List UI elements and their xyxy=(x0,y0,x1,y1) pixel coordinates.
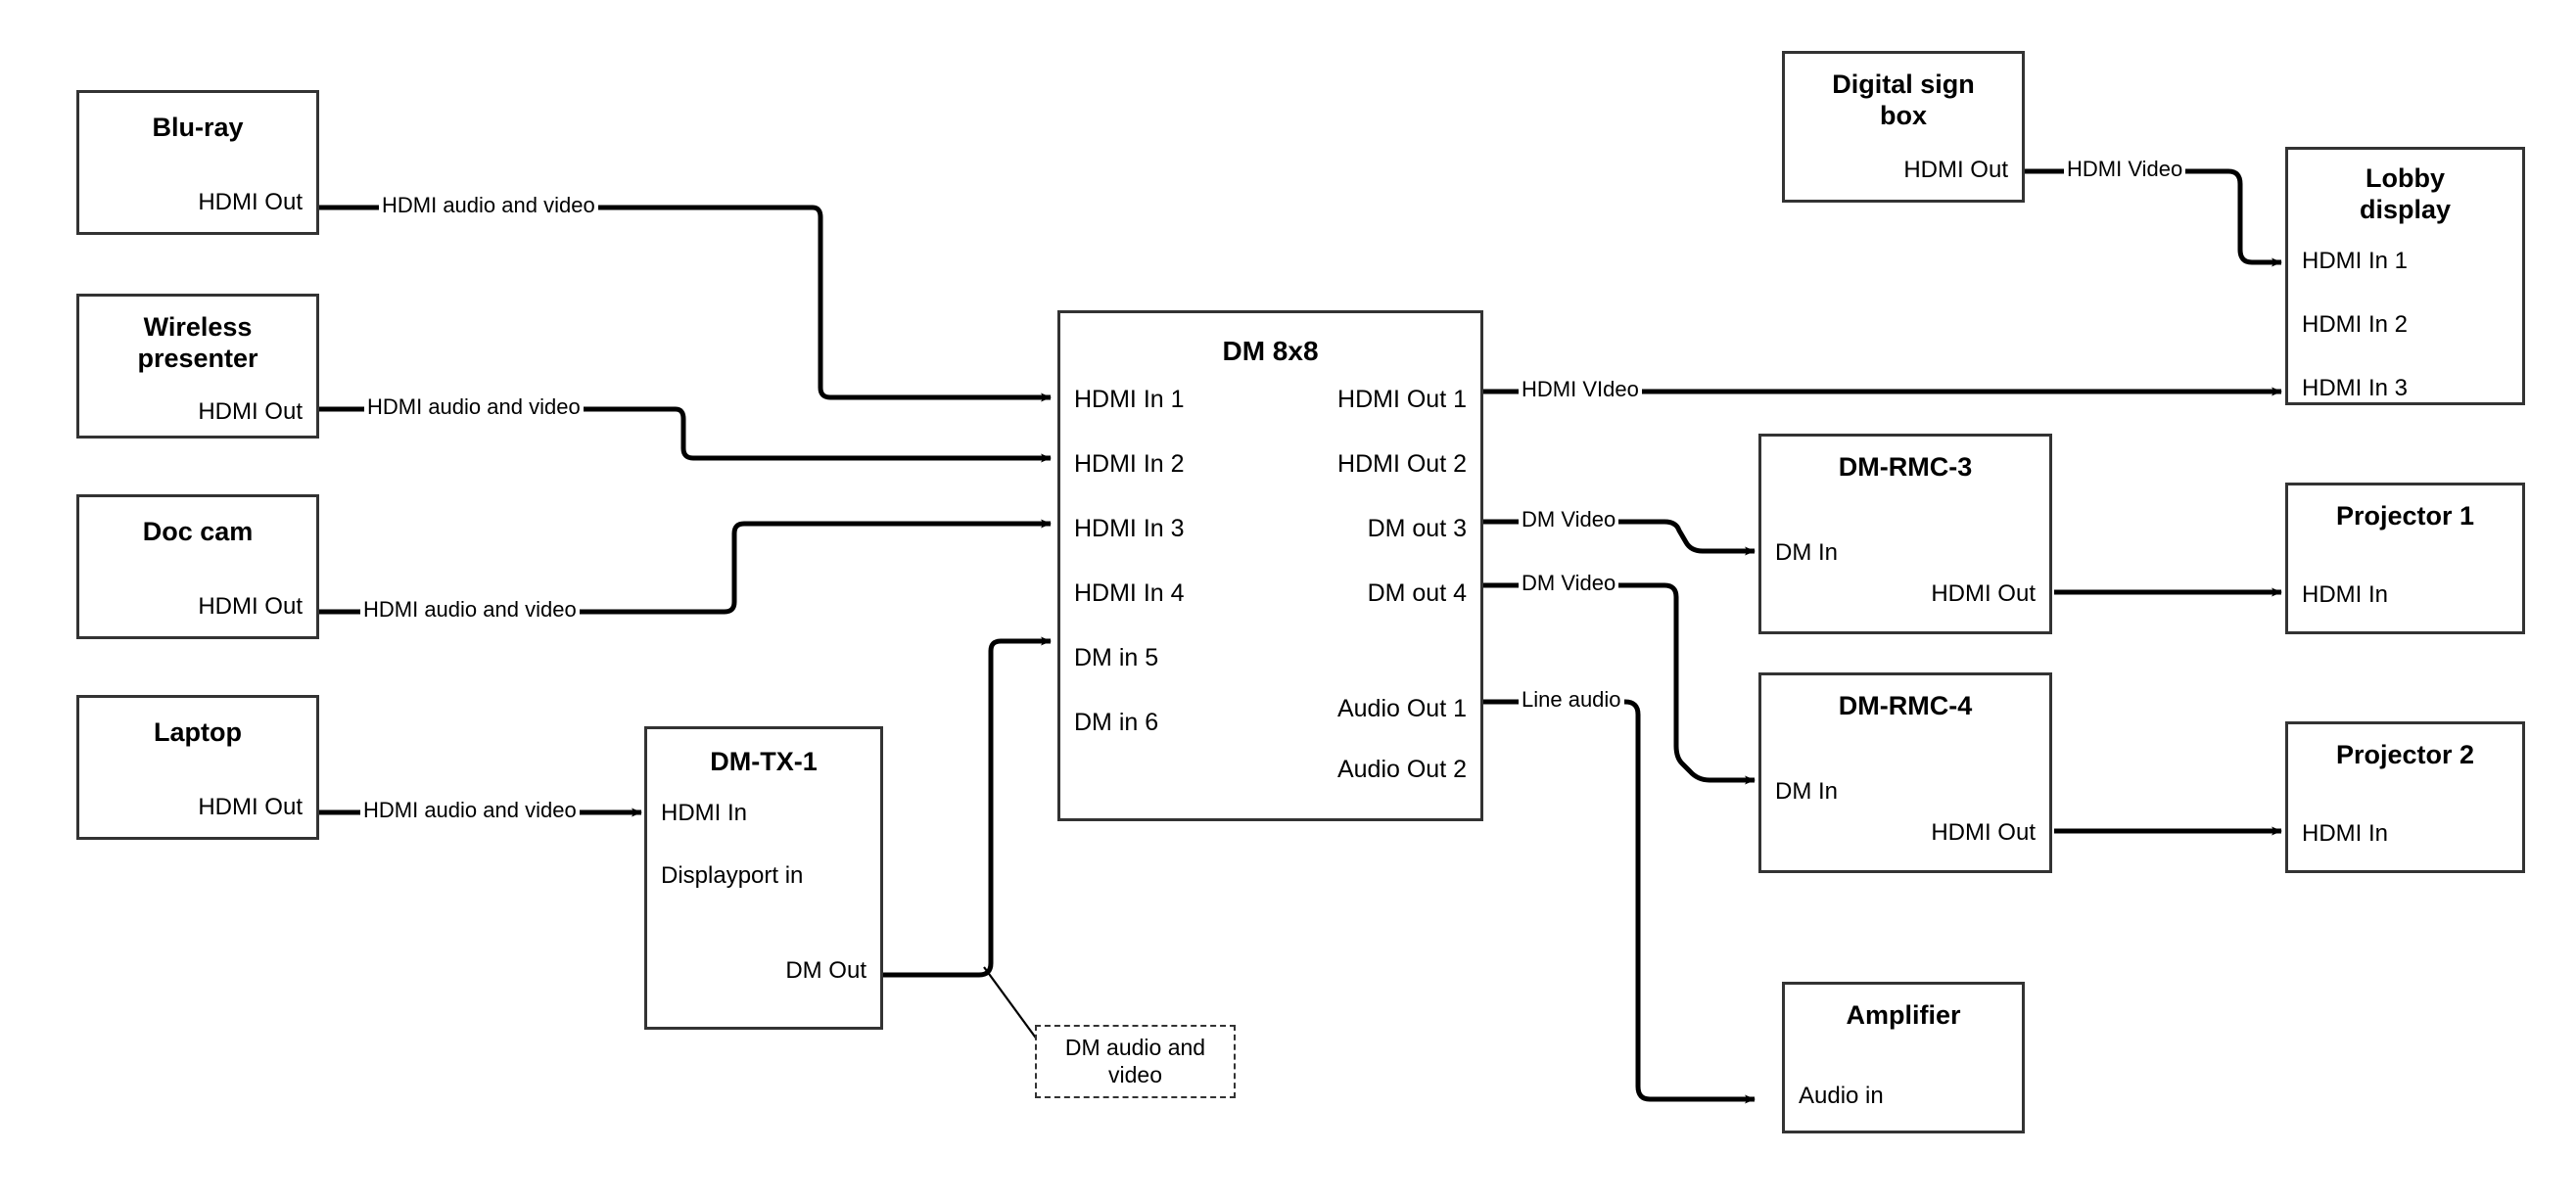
port-hdmi-in: HDMI In xyxy=(2302,581,2389,608)
wire-dm8x8-out3-to-rmc3 xyxy=(1480,519,1756,556)
port-hdmi-out: HDMI Out xyxy=(198,593,303,620)
wire-label-wireless: HDMI audio and video xyxy=(364,394,584,420)
callout-leader-line xyxy=(983,966,1044,1048)
port-audio-in: Audio in xyxy=(1799,1083,1884,1109)
wire-doccam-to-dm8x8-in3 xyxy=(318,519,1052,615)
wire-label-dm-out-3: DM Video xyxy=(1519,507,1619,532)
port-hdmi-in-3: HDMI In 3 xyxy=(1074,515,1185,542)
callout-dm-audio-video: DM audio and video xyxy=(1035,1025,1236,1098)
node-title: Digital sign box xyxy=(1832,69,1975,130)
node-wireless-presenter[interactable]: Wireless presenter HDMI Out xyxy=(76,294,319,439)
node-title: Projector 2 xyxy=(2335,740,2475,769)
port-dm-in-5: DM in 5 xyxy=(1074,644,1159,671)
port-dm-in: DM In xyxy=(1775,539,1839,566)
port-hdmi-out: HDMI Out xyxy=(198,398,303,425)
node-lobby-display[interactable]: Lobby display HDMI In 1 HDMI In 2 HDMI I… xyxy=(2285,147,2525,405)
wire-label-signbox: HDMI Video xyxy=(2064,157,2186,182)
wire-dmtx1-to-dm8x8-in5 xyxy=(883,636,1052,978)
port-hdmi-in-3: HDMI In 3 xyxy=(2302,375,2409,401)
port-displayport-in: Displayport in xyxy=(661,862,804,889)
port-hdmi-in: HDMI In xyxy=(661,800,748,826)
node-title: DM-RMC-3 xyxy=(1838,452,1973,482)
node-dm-rmc-4[interactable]: DM-RMC-4 DM In HDMI Out xyxy=(1758,672,2052,873)
wire-label-dm-out-4: DM Video xyxy=(1519,571,1619,596)
wire-bluray-to-dm8x8-in1 xyxy=(318,205,1052,402)
node-title: DM-RMC-4 xyxy=(1838,691,1973,720)
port-hdmi-in-2: HDMI In 2 xyxy=(2302,311,2409,338)
port-hdmi-out: HDMI Out xyxy=(1903,157,2008,183)
wire-wireless-to-dm8x8-in2 xyxy=(318,406,1052,463)
node-title: Blu-ray xyxy=(152,113,244,142)
wire-label-hdmi-out-1: HDMI VIdeo xyxy=(1519,377,1642,402)
node-projector-2[interactable]: Projector 2 HDMI In xyxy=(2285,721,2525,873)
node-title: Lobby display xyxy=(2359,163,2452,224)
port-hdmi-in-4: HDMI In 4 xyxy=(1074,579,1185,607)
node-title: Laptop xyxy=(154,717,242,747)
node-doc-cam[interactable]: Doc cam HDMI Out xyxy=(76,494,319,639)
port-hdmi-in: HDMI In xyxy=(2302,820,2389,847)
port-hdmi-out: HDMI Out xyxy=(1931,819,2036,846)
port-audio-out-1: Audio Out 1 xyxy=(1336,695,1467,722)
node-title: Projector 1 xyxy=(2335,501,2475,531)
wire-label-audio-out-1: Line audio xyxy=(1519,687,1624,713)
wire-label-bluray: HDMI audio and video xyxy=(379,193,598,218)
port-hdmi-in-1: HDMI In 1 xyxy=(1074,386,1185,413)
port-dm-out: DM Out xyxy=(785,957,866,984)
node-title: DM 8x8 xyxy=(1222,336,1319,366)
port-hdmi-in-1: HDMI In 1 xyxy=(2302,248,2409,274)
port-dm-in-6: DM in 6 xyxy=(1074,709,1159,736)
port-hdmi-out-1: HDMI Out 1 xyxy=(1337,386,1467,413)
node-dm-tx-1[interactable]: DM-TX-1 HDMI In Displayport in DM Out xyxy=(644,726,883,1030)
node-laptop[interactable]: Laptop HDMI Out xyxy=(76,695,319,840)
node-dm-8x8[interactable]: DM 8x8 HDMI In 1 HDMI In 2 HDMI In 3 HDM… xyxy=(1057,310,1483,821)
node-amplifier[interactable]: Amplifier Audio in xyxy=(1782,982,2025,1133)
wire-dm8x8-out4-to-rmc4 xyxy=(1480,582,1756,785)
wire-label-doccam: HDMI audio and video xyxy=(360,597,580,623)
wire-label-laptop: HDMI audio and video xyxy=(360,798,580,823)
node-title: Doc cam xyxy=(142,517,254,546)
node-digital-sign-box[interactable]: Digital sign box HDMI Out xyxy=(1782,51,2025,203)
node-title: DM-TX-1 xyxy=(710,747,818,776)
node-title: Wireless presenter xyxy=(137,312,258,373)
port-hdmi-out-2: HDMI Out 2 xyxy=(1337,450,1467,478)
port-hdmi-in-2: HDMI In 2 xyxy=(1074,450,1185,478)
node-title: Amplifier xyxy=(1846,1000,1961,1030)
node-projector-1[interactable]: Projector 1 HDMI In xyxy=(2285,483,2525,634)
node-bluray[interactable]: Blu-ray HDMI Out xyxy=(76,90,319,235)
port-dm-in: DM In xyxy=(1775,778,1839,805)
port-hdmi-out: HDMI Out xyxy=(198,189,303,215)
node-dm-rmc-3[interactable]: DM-RMC-3 DM In HDMI Out xyxy=(1758,434,2052,634)
wire-dm8x8-audioout1-to-amplifier xyxy=(1480,699,1756,1104)
port-hdmi-out: HDMI Out xyxy=(198,794,303,820)
wire-signbox-to-lobby-in1 xyxy=(1897,168,2282,267)
port-dm-out-4: DM out 4 xyxy=(1367,579,1467,607)
port-audio-out-2: Audio Out 2 xyxy=(1336,756,1467,783)
port-dm-out-3: DM out 3 xyxy=(1367,515,1467,542)
port-hdmi-out: HDMI Out xyxy=(1931,580,2036,607)
